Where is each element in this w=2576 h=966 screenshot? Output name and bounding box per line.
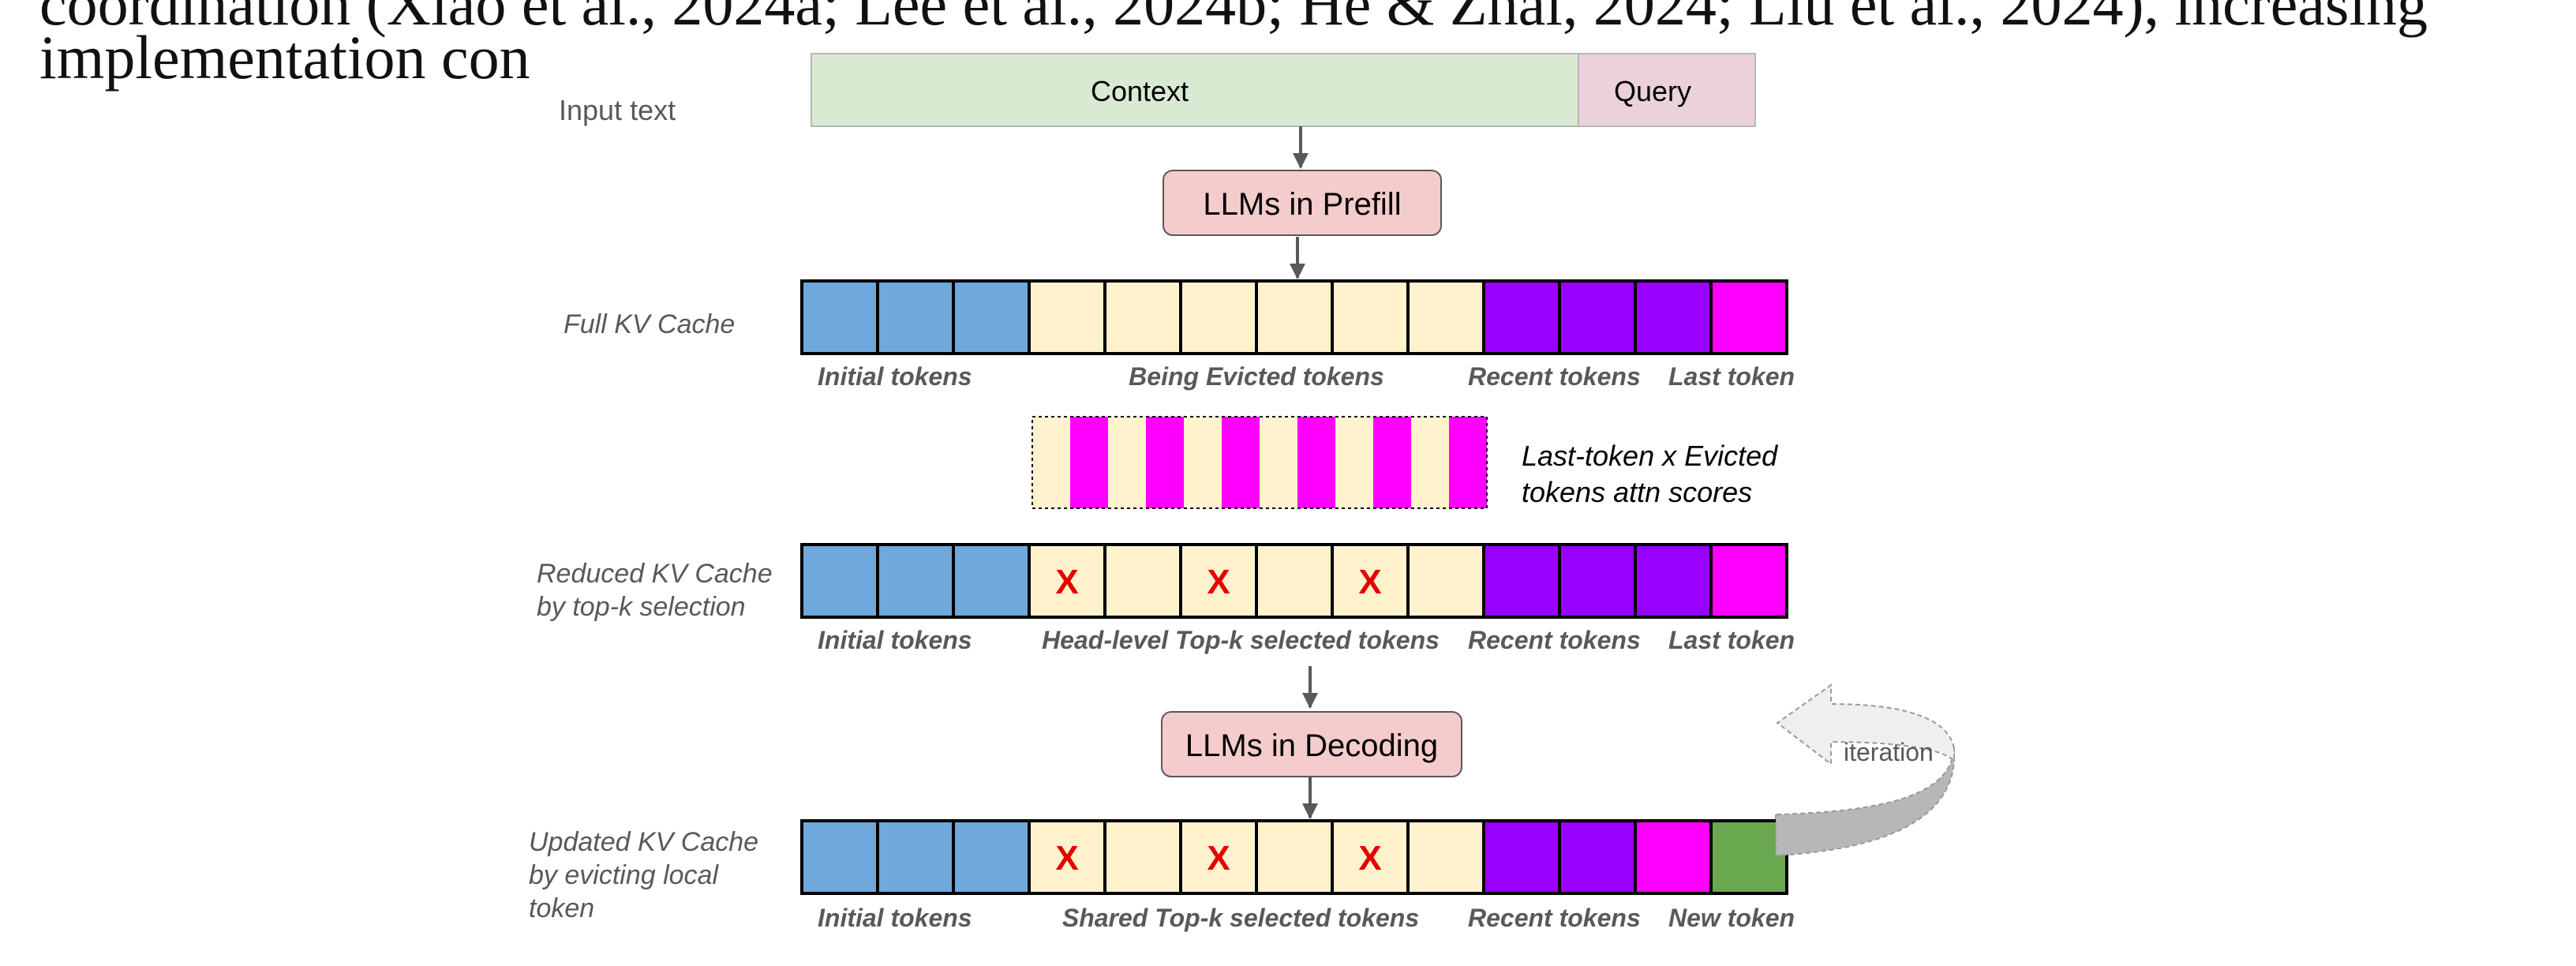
cache-cell-evict — [1406, 819, 1485, 895]
cache-cell-initial — [800, 819, 879, 895]
query-box — [1578, 53, 1756, 127]
cache-cell-evict — [1103, 819, 1182, 895]
caption-initial: Initial tokens — [818, 904, 972, 932]
cache-cell-initial — [876, 543, 955, 619]
cache-cell-recent — [1558, 279, 1637, 355]
attn-cell-evict — [1411, 417, 1449, 508]
cache-cell-evict — [1103, 279, 1182, 355]
attention-scores-strip — [1032, 416, 1488, 509]
attn-cell-evict — [1184, 417, 1222, 508]
context-label: Context — [1091, 75, 1189, 107]
cache-cell-initial — [952, 543, 1031, 619]
context-box — [811, 53, 1579, 127]
llm-prefill-label: LLMs in Prefill — [1203, 187, 1401, 222]
cache-cell-evict — [1331, 819, 1410, 895]
cache-cell-last — [1634, 819, 1713, 895]
attn-strip-border — [1032, 416, 1488, 509]
iteration-loop-icon — [1775, 683, 1955, 857]
cache-cell-initial — [876, 279, 955, 355]
llm-decoding-label: LLMs in Decoding — [1185, 728, 1438, 763]
cache-cell-evict — [1028, 543, 1106, 619]
input-text-label: Input text — [559, 94, 676, 126]
attn-cell-evict — [1108, 417, 1146, 508]
caption-middle: Being Evicted tokens — [1129, 362, 1384, 391]
row-label-line: by top-k selection — [537, 592, 746, 622]
caption-middle: Shared Top-k selected tokens — [1062, 904, 1419, 932]
cache-cell-evict — [1028, 279, 1106, 355]
iteration-label: iteration — [1844, 738, 1934, 766]
evicted-mark: X — [1207, 839, 1230, 878]
evicted-mark: X — [1358, 839, 1381, 878]
cache-cell-evict — [1406, 279, 1485, 355]
evicted-mark: X — [1055, 839, 1078, 878]
attn-cell-evict — [1260, 417, 1297, 508]
row-label-line: Full KV Cache — [564, 309, 735, 339]
cache-cell-initial — [876, 819, 955, 895]
row-label-line: by evicting local — [529, 860, 719, 890]
cache-cell-evict — [1103, 543, 1182, 619]
attn-cell-last — [1146, 417, 1184, 508]
caption-last: Last token — [1668, 626, 1795, 654]
attn-cell-last — [1297, 417, 1335, 508]
cache-cell-last — [1709, 279, 1788, 355]
cache-cell-initial — [800, 543, 879, 619]
row-label-line: token — [529, 893, 594, 923]
attn-cell-evict — [1032, 417, 1070, 508]
cache-cell-evict — [1179, 819, 1258, 895]
evicted-mark: X — [1358, 563, 1381, 601]
caption-initial: Initial tokens — [818, 362, 972, 391]
cache-cell-evict — [1255, 543, 1334, 619]
evicted-mark: X — [1207, 563, 1230, 601]
caption-last: Last token — [1668, 362, 1795, 391]
attn-cell-evict — [1335, 417, 1373, 508]
attn-cell-last — [1449, 417, 1487, 508]
attn-scores-label-line-1: Last-token x Evicted — [1522, 440, 1778, 472]
cache-cell-recent — [1482, 543, 1561, 619]
cache-cell-new — [1709, 819, 1788, 895]
row-label-line: Reduced KV Cache — [537, 559, 773, 589]
attn-cell-last — [1373, 417, 1411, 508]
query-label: Query — [1614, 75, 1691, 107]
attn-scores-label-line-2: tokens attn scores — [1522, 476, 1752, 508]
llm-prefill-box — [1163, 170, 1442, 236]
caption-recent: Recent tokens — [1468, 626, 1641, 654]
caption-middle: Head-level Top-k selected tokens — [1042, 626, 1440, 654]
cache-cell-recent — [1558, 543, 1637, 619]
attn-cell-last — [1070, 417, 1108, 508]
paper-text-line-2: implementation con — [39, 23, 530, 92]
caption-recent: Recent tokens — [1468, 904, 1641, 932]
cache-cell-recent — [1634, 543, 1713, 619]
llm-decoding-box — [1161, 711, 1462, 777]
cache-cell-evict — [1028, 819, 1106, 895]
cache-cell-evict — [1179, 279, 1258, 355]
cache-cell-evict — [1331, 279, 1410, 355]
cache-cell-evict — [1179, 543, 1258, 619]
caption-last: New token — [1668, 904, 1795, 932]
paper-text-line-1: coordination (Xiao et al., 2024a; Lee et… — [39, 0, 2428, 38]
cache-cell-last — [1709, 543, 1788, 619]
attn-cell-last — [1222, 417, 1260, 508]
evicted-mark: X — [1055, 563, 1078, 601]
cache-cell-initial — [800, 279, 879, 355]
cache-cell-recent — [1482, 279, 1561, 355]
cache-cell-evict — [1255, 819, 1334, 895]
cache-cell-recent — [1558, 819, 1637, 895]
caption-initial: Initial tokens — [818, 626, 972, 654]
kv-cache-diagram: Input text Context Query LLMs in Prefill… — [529, 53, 1955, 932]
cache-cell-evict — [1406, 543, 1485, 619]
cache-cell-evict — [1255, 279, 1334, 355]
cache-cell-initial — [952, 279, 1031, 355]
row-label-line: Updated KV Cache — [529, 827, 758, 857]
cache-cell-initial — [952, 819, 1031, 895]
caption-recent: Recent tokens — [1468, 362, 1641, 391]
cache-cell-recent — [1634, 279, 1713, 355]
cache-cell-evict — [1331, 543, 1410, 619]
cache-cell-recent — [1482, 819, 1561, 895]
